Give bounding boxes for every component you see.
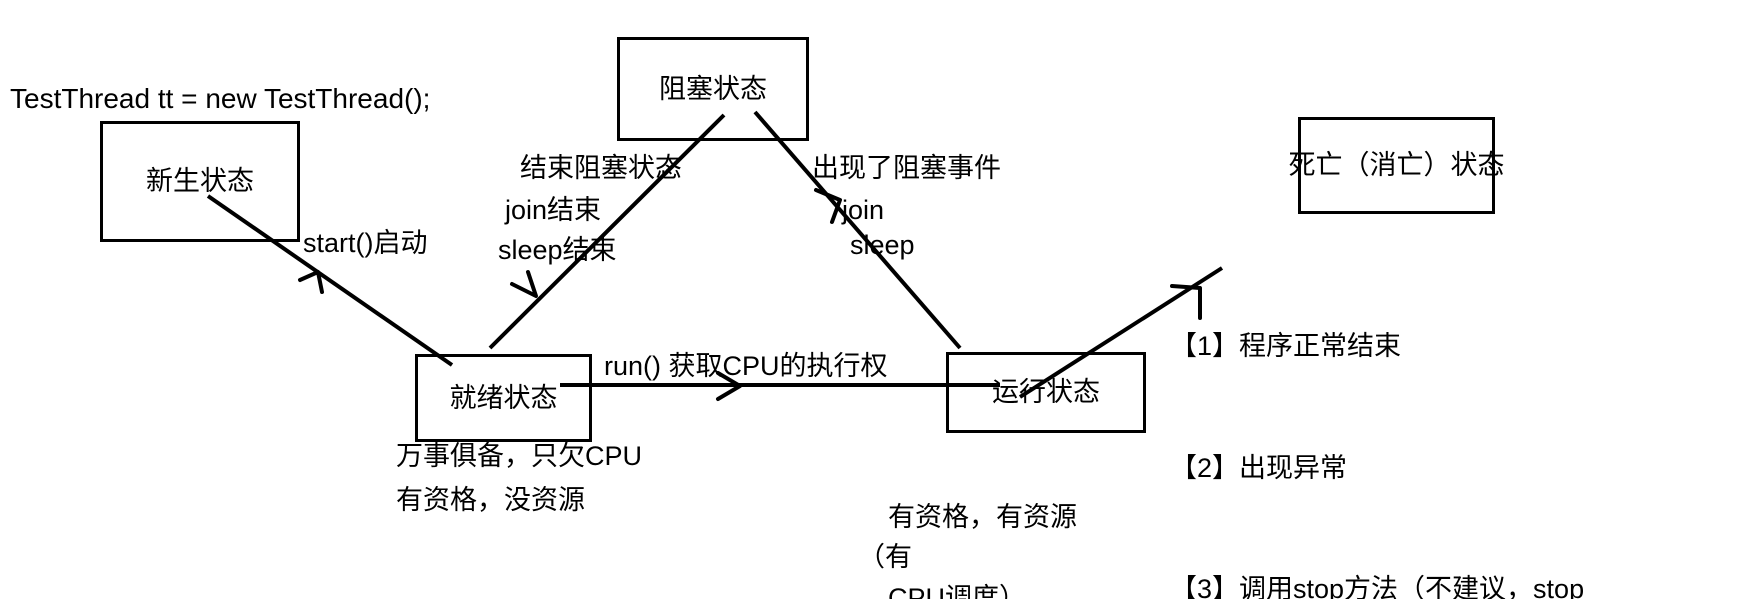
state-label-running: 运行状态 [992,377,1100,408]
edge-label-sleep-end: sleep结束 [498,235,617,265]
state-label-ready: 就绪状态 [449,382,558,413]
note-running: 有资格，有资源（有 CPU调度） [858,456,1088,599]
note-running-line-2: CPU调度） [888,582,1027,599]
code-declaration-text: TestThread tt = new TestThread(); [10,83,431,114]
note-dead-reasons: 【1】程序正常结束 【2】出现异常 【3】调用stop方法（不建议，stop 方… [1170,245,1590,599]
edge-label-sleep: sleep [850,230,915,260]
edge-label-end-blocked: 结束阻塞状态 [520,153,682,183]
state-box-dead[interactable]: 死亡（消亡）状态 [1289,117,1505,214]
state-label-dead: 死亡（消亡）状态 [1288,150,1505,181]
state-box-ready[interactable]: 就绪状态 [415,354,592,442]
note-running-line-1: 有资格，有资源（有 [858,501,1078,573]
note-dead-item-1: 【1】程序正常结束 [1170,331,1402,361]
edge-label-run: run() 获取CPU的执行权 [604,351,888,381]
note-dead-item-2: 【2】出现异常 [1170,452,1348,483]
edge-label-start: start()启动 [303,228,428,258]
edge-label-blocked-event: 出现了阻塞事件 [812,153,1001,183]
note-ready-line-2: 有资格，没资源 [396,485,585,515]
state-box-new[interactable]: 新生状态 [100,121,300,242]
state-box-blocked[interactable]: 阻塞状态 [617,37,809,141]
note-dead-item-3: 【3】调用stop方法（不建议，stop [1170,574,1585,599]
state-box-running[interactable]: 运行状态 [946,352,1146,433]
edge-label-join-end: join结束 [505,195,602,225]
state-label-new: 新生状态 [146,166,254,197]
state-label-blocked: 阻塞状态 [659,73,767,104]
edge-label-join: join [842,195,885,225]
note-ready-line-1: 万事俱备，只欠CPU [396,441,643,471]
